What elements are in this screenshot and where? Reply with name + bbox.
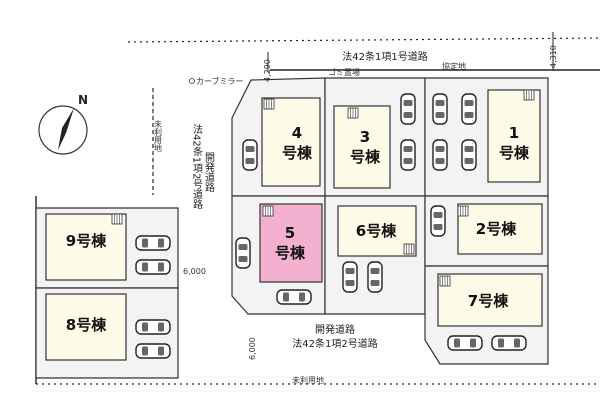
house-5 — [259, 203, 323, 283]
house-8-label: 8号棟 — [66, 316, 107, 334]
road-labels: 法42条1項1号道路 開発道路 法42条1項2号道路 法42条1項2号道路 開発… — [191, 50, 428, 350]
house-4 — [261, 97, 321, 187]
house-6 — [337, 205, 417, 257]
house-9-label: 9号棟 — [66, 232, 107, 250]
unused-bottom-label: 未利用地 — [292, 375, 324, 385]
garbage-label: ゴミ置場 — [328, 67, 360, 77]
house-labels: 4 号棟 3 号棟 1 号棟 5 号棟 6号棟 2号棟 7号棟 9号棟 8号棟 — [66, 124, 530, 334]
agreement-label: 協定地 — [442, 61, 466, 71]
house-3 — [333, 105, 391, 189]
house-1 — [487, 89, 541, 183]
house-7 — [437, 273, 543, 327]
house-2 — [457, 203, 543, 255]
left-road-label-2: 開発道路 — [203, 152, 215, 193]
house-boxes — [45, 89, 543, 361]
house-3-label-2: 号棟 — [350, 148, 381, 166]
house-4-label-2: 号棟 — [282, 144, 313, 162]
left-road-width: 6,000 — [183, 267, 206, 276]
house-7-label: 7号棟 — [468, 292, 509, 310]
top-road-label: 法42条1項1号道路 — [342, 50, 427, 63]
house-2-label: 2号棟 — [476, 220, 517, 238]
house-5-label-2: 号棟 — [275, 244, 306, 262]
bottom-road-label-2: 法42条1項2号道路 — [292, 337, 377, 350]
compass-north-label: N — [78, 93, 88, 107]
left-road-label: 法42条1項2号道路 — [191, 123, 203, 210]
house-9 — [45, 213, 127, 281]
unused-left-label: 未利用地 — [154, 119, 163, 152]
house-3-label: 3 — [360, 128, 370, 146]
annotations: カーブミラー ゴミ置場 協定地 未利用地 未利用地 6,000 6,000 4,… — [154, 45, 559, 385]
house-5-label: 5 — [285, 224, 295, 242]
compass: N — [38, 93, 88, 155]
house-4-label: 4 — [292, 124, 302, 142]
house-6-label: 6号棟 — [356, 222, 397, 240]
house-1-label-2: 号棟 — [499, 144, 530, 162]
bottom-road-label-1: 開発道路 — [315, 323, 355, 336]
house-8 — [45, 293, 127, 361]
top-left-dimension: 4,290 — [263, 59, 272, 82]
curve-mirror-label: カーブミラー — [196, 76, 244, 86]
top-right-dimension: 4,310 — [549, 45, 558, 68]
bottom-road-width: 6,000 — [248, 337, 257, 360]
house-1-label: 1 — [509, 124, 519, 142]
compass-needle-icon — [58, 108, 74, 150]
